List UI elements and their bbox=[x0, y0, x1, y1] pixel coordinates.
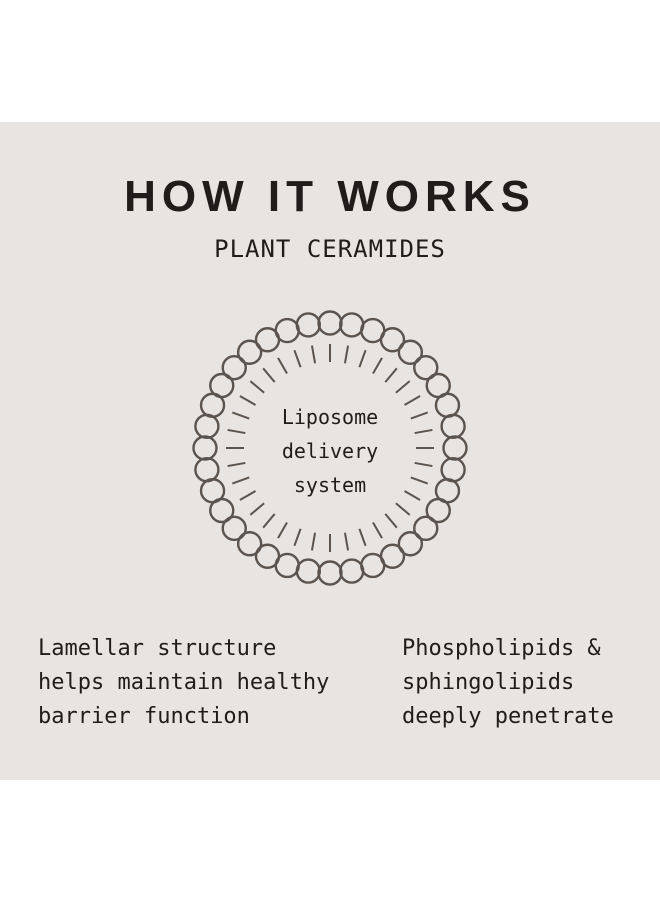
lipid-tail-icon bbox=[403, 395, 421, 406]
liposome-label: Liposome delivery system bbox=[230, 400, 430, 502]
phospholipid-head-icon bbox=[339, 312, 365, 338]
info-panel bbox=[0, 122, 660, 780]
lipid-tail-icon bbox=[231, 411, 250, 420]
phospholipid-head-icon bbox=[317, 560, 343, 586]
phospholipid-head-icon bbox=[221, 354, 247, 381]
phospholipid-head-icon bbox=[440, 457, 466, 483]
phospholipid-head-icon bbox=[295, 558, 321, 584]
lipid-tail-icon bbox=[239, 395, 257, 406]
phospholipid-head-icon bbox=[254, 543, 281, 569]
feature-lamellar: Lamellar structure helps maintain health… bbox=[38, 632, 329, 734]
phospholipid-head-icon bbox=[209, 372, 235, 399]
lipid-tail-icon bbox=[403, 490, 421, 501]
phospholipid-head-icon bbox=[236, 339, 263, 365]
lipid-tail-icon bbox=[395, 380, 411, 394]
lipid-tail-icon bbox=[277, 521, 288, 539]
phospholipid-head-icon bbox=[199, 478, 226, 504]
lipid-tail-icon bbox=[277, 357, 288, 375]
liposome-label-line-3: system bbox=[293, 473, 367, 497]
phospholipid-head-icon bbox=[236, 531, 263, 557]
lipid-tail-icon bbox=[414, 428, 433, 435]
phospholipid-head-icon bbox=[397, 339, 424, 365]
lipid-tail-icon bbox=[310, 532, 317, 551]
lipid-tail-icon bbox=[249, 380, 265, 394]
feature-lamellar-line-1: Lamellar structure bbox=[38, 636, 277, 661]
feature-phospholipids: Phospholipids & sphingolipids deeply pen… bbox=[402, 632, 614, 734]
liposome-diagram-icon bbox=[192, 310, 468, 586]
feature-lamellar-line-3: barrier function bbox=[38, 704, 250, 729]
lipid-tail-icon bbox=[231, 476, 250, 485]
feature-lamellar-line-2: helps maintain healthy bbox=[38, 670, 330, 695]
lipid-tail-icon bbox=[343, 532, 350, 551]
feature-phospholipids-line-3: deeply penetrate bbox=[402, 704, 614, 729]
phospholipid-head-icon bbox=[274, 317, 300, 344]
lipid-tail-icon bbox=[227, 428, 246, 435]
lipid-tail-icon bbox=[384, 367, 398, 383]
phospholipid-head-icon bbox=[221, 515, 247, 542]
lipid-tail-icon bbox=[227, 461, 246, 468]
lipid-tail-icon bbox=[310, 345, 317, 364]
phospholipid-head-icon bbox=[434, 392, 461, 418]
feature-phospholipids-line-2: sphingolipids bbox=[402, 670, 575, 695]
phospholipid-head-icon bbox=[360, 552, 386, 579]
lipid-tail-icon bbox=[410, 476, 429, 485]
lipid-tail-icon bbox=[395, 502, 411, 516]
lipid-tail-icon bbox=[384, 513, 398, 529]
phospholipid-head-icon bbox=[192, 435, 218, 461]
phospholipid-head-icon bbox=[397, 531, 424, 557]
lipid-tail-icon bbox=[358, 349, 367, 368]
lipid-tail-icon bbox=[343, 345, 350, 364]
lipid-tail-icon bbox=[410, 411, 429, 420]
lipid-tail-icon bbox=[372, 521, 383, 539]
phospholipid-head-icon bbox=[425, 497, 451, 524]
lipid-tail-icon bbox=[414, 461, 433, 468]
phospholipid-head-icon bbox=[413, 354, 439, 381]
phospholipid-head-icon bbox=[194, 457, 220, 483]
phospholipid-head-icon bbox=[295, 312, 321, 338]
phospholipid-head-icon bbox=[317, 310, 343, 336]
lipid-tail-icon bbox=[239, 490, 257, 501]
phospholipid-head-icon bbox=[379, 327, 406, 353]
lipid-tail-icon bbox=[293, 349, 302, 368]
lipid-tail-icon bbox=[358, 528, 367, 547]
phospholipid-head-icon bbox=[339, 558, 365, 584]
lipid-tail-icon bbox=[249, 502, 265, 516]
lipid-tail-icon bbox=[372, 357, 383, 375]
lipid-tail-icon bbox=[293, 528, 302, 547]
liposome-label-line-2: delivery bbox=[281, 439, 379, 463]
lipid-tail-icon bbox=[262, 513, 276, 529]
page-subtitle: PLANT CERAMIDES bbox=[214, 235, 446, 263]
feature-phospholipids-line-1: Phospholipids & bbox=[402, 636, 601, 661]
page-title: HOW IT WORKS bbox=[124, 172, 536, 221]
liposome-label-line-1: Liposome bbox=[281, 405, 379, 429]
phospholipid-head-icon bbox=[442, 435, 468, 461]
phospholipid-head-icon bbox=[440, 413, 466, 439]
phospholipid-head-icon bbox=[413, 515, 439, 542]
lipid-tail-icon bbox=[262, 367, 276, 383]
phospholipid-head-icon bbox=[194, 413, 220, 439]
